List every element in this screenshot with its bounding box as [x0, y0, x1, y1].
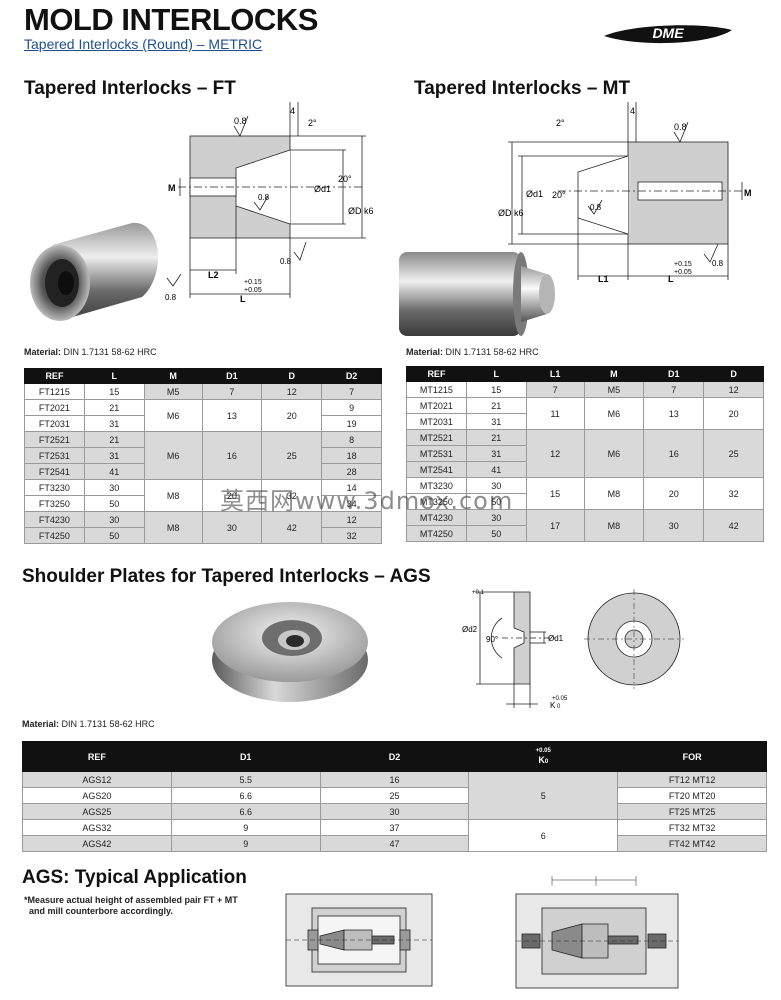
ags-col-ref: REF	[22, 741, 172, 772]
ft-col-l: L	[83, 368, 145, 384]
svg-text:+0.05: +0.05	[244, 287, 262, 294]
ags-col-d1: D1	[170, 741, 321, 772]
mt-drawing: 0.8 4 2° 20° Ød1 ØD k6 M 0.8 L1 L +0.15 …	[498, 102, 752, 282]
ags-section-drawing: +0.1 Ød2 90° Ød1 +0.05 K 0	[462, 590, 568, 710]
ags-material: Material: DIN 1.7131 58-62 HRC	[22, 719, 155, 729]
svg-text:0.8: 0.8	[590, 203, 602, 212]
svg-text:2°: 2°	[556, 118, 565, 128]
svg-text:Ød1: Ød1	[314, 184, 331, 194]
svg-text:+0.15: +0.15	[244, 279, 262, 286]
mt-photo	[399, 252, 555, 336]
mt-col-m: M	[583, 366, 645, 382]
dme-logo: DME	[604, 25, 732, 44]
svg-text:ØD k6: ØD k6	[498, 208, 524, 218]
svg-text:0.8: 0.8	[258, 193, 270, 202]
ags-heading: Shoulder Plates for Tapered Interlocks –…	[22, 566, 431, 587]
mt-material: Material: DIN 1.7131 58-62 HRC	[406, 347, 539, 357]
svg-text:Ød1: Ød1	[548, 634, 564, 643]
svg-text:0.8: 0.8	[280, 257, 292, 266]
svg-text:0.8: 0.8	[712, 259, 724, 268]
ft-roughness-symbol: 0.8	[165, 273, 182, 302]
svg-text:L1: L1	[598, 274, 609, 282]
ft-material: Material: DIN 1.7131 58-62 HRC	[24, 347, 157, 357]
svg-text:M: M	[744, 188, 752, 198]
svg-text:Ød1: Ød1	[526, 189, 543, 199]
ft-heading: Tapered Interlocks – FT	[24, 78, 236, 99]
watermark: 莫西网www.3dmox.com	[220, 487, 514, 515]
ft-photo	[30, 222, 159, 321]
svg-text:0.8: 0.8	[674, 122, 687, 132]
ags-photo	[212, 602, 368, 702]
ft-col-d: D	[261, 368, 323, 384]
svg-text:+0.05: +0.05	[552, 696, 568, 702]
svg-text:Ød2: Ød2	[462, 625, 478, 634]
svg-text:4: 4	[630, 106, 635, 116]
svg-text:L: L	[668, 274, 674, 282]
page-subtitle: Tapered Interlocks (Round) – METRIC	[24, 36, 263, 52]
brand-text: DME	[652, 25, 684, 41]
svg-text:+0.05: +0.05	[674, 269, 692, 276]
svg-text:L: L	[240, 294, 246, 302]
ags-front-drawing	[584, 589, 684, 689]
mt-col-d1: D1	[643, 366, 705, 382]
mt-col-ref: REF	[406, 366, 467, 382]
ags-col-d2: D2	[319, 741, 470, 772]
svg-text:M: M	[168, 183, 176, 193]
mt-heading: Tapered Interlocks – MT	[414, 78, 631, 99]
ags-col-for: FOR	[617, 741, 767, 772]
svg-text:L2: L2	[208, 270, 219, 280]
application-drawing-mt	[515, 876, 679, 989]
application-note: *Measure actual height of assembled pair…	[24, 895, 238, 916]
ft-col-d1: D1	[201, 368, 263, 384]
svg-text:0.8: 0.8	[234, 116, 247, 126]
svg-text:0: 0	[557, 704, 561, 710]
svg-text:4: 4	[290, 106, 295, 116]
svg-text:90°: 90°	[486, 635, 498, 644]
svg-text:0.8: 0.8	[165, 293, 177, 302]
ft-col-m: M	[143, 368, 203, 384]
mt-col-d: D	[703, 366, 764, 382]
svg-text:20°: 20°	[552, 190, 566, 200]
svg-text:K: K	[550, 701, 556, 710]
svg-text:+0.15: +0.15	[674, 261, 692, 268]
ags-col-k: +0.05 K0	[468, 741, 619, 772]
ft-col-d2: D2	[321, 368, 382, 384]
mt-col-l1: L1	[525, 366, 585, 382]
application-heading: AGS: Typical Application	[22, 867, 247, 888]
svg-text:+0.1: +0.1	[472, 590, 485, 596]
svg-text:20°: 20°	[338, 174, 352, 184]
svg-text:ØD k6: ØD k6	[348, 206, 374, 216]
ft-col-ref: REF	[24, 368, 85, 384]
page-title: MOLD INTERLOCKS	[24, 2, 318, 37]
ft-drawing: 0.8 4 2° 20° M Ød1 ØD k6 0.8 L2 L +0.15 …	[168, 102, 374, 302]
application-drawing-ft	[285, 893, 433, 987]
svg-text:2°: 2°	[308, 118, 317, 128]
mt-col-l: L	[465, 366, 527, 382]
